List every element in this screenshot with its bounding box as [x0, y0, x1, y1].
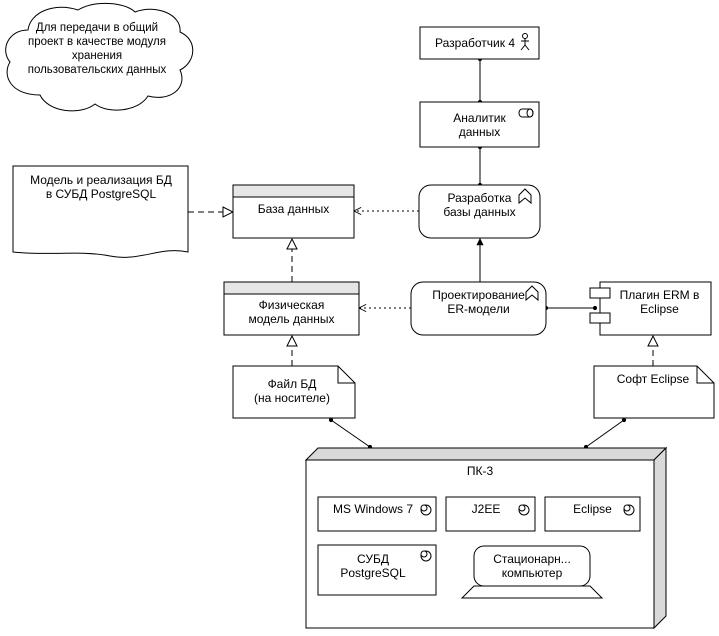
eclipse-soft-label: Софт Eclipse	[616, 372, 690, 386]
document-shape[interactable]	[12, 165, 189, 258]
db-dev-label: Разработка базы данных	[443, 191, 516, 219]
device-computer[interactable]	[460, 545, 604, 599]
windows-label: MS Windows 7	[332, 502, 414, 516]
er-design-label: Проектирование ER-модели	[432, 288, 525, 316]
device-label: Стационарн... компьютер	[493, 552, 571, 580]
node-title: ПК-3	[466, 464, 494, 478]
j2ee-label: J2EE	[471, 502, 501, 516]
developer-box[interactable]	[419, 26, 540, 60]
system-software-icon	[420, 504, 635, 562]
developer-label: Разработчик 4	[435, 36, 515, 50]
function-icon	[525, 285, 539, 302]
eclipse-soft-artifact[interactable]	[593, 365, 715, 419]
function-icon	[518, 188, 532, 205]
db-dev-box[interactable]	[418, 184, 541, 239]
postgresql-label: СУБД PostgreSQL	[340, 552, 406, 580]
system-software-windows[interactable]	[317, 496, 437, 532]
db-file-artifact[interactable]	[232, 365, 356, 419]
system-software-postgresql[interactable]	[317, 544, 437, 596]
system-software-j2ee[interactable]	[445, 496, 536, 532]
note-cloud[interactable]	[5, 3, 194, 112]
plugin-label: Плагин ERM в Eclipse	[619, 288, 700, 316]
db-file-label: Файл БД (на носителе)	[254, 377, 330, 405]
actor-icon	[520, 33, 530, 51]
component-icon	[589, 287, 611, 324]
er-design-box[interactable]	[410, 281, 547, 336]
assignment-node-soft	[583, 417, 627, 450]
fold-corner	[337, 366, 355, 384]
plugin-box[interactable]	[599, 281, 712, 336]
assignment-node-file	[328, 417, 373, 450]
database-label: База данных	[257, 202, 330, 216]
node-pc3[interactable]	[304, 446, 668, 630]
database-header	[232, 184, 355, 198]
doc-text: Модель и реализация БД в СУБД PostgreSQL	[30, 173, 172, 201]
cloud-text: Для передачи в общий проект в качестве м…	[27, 22, 167, 76]
physical-label: Физическая модель данных	[248, 298, 335, 326]
eclipse-label: Eclipse	[573, 502, 612, 516]
system-software-eclipse[interactable]	[544, 496, 641, 532]
role-icon	[518, 108, 534, 118]
physical-header	[223, 281, 360, 295]
fold-corner	[696, 366, 714, 384]
analyst-box[interactable]	[419, 101, 540, 148]
analyst-label: Аналитик данных	[453, 110, 506, 139]
